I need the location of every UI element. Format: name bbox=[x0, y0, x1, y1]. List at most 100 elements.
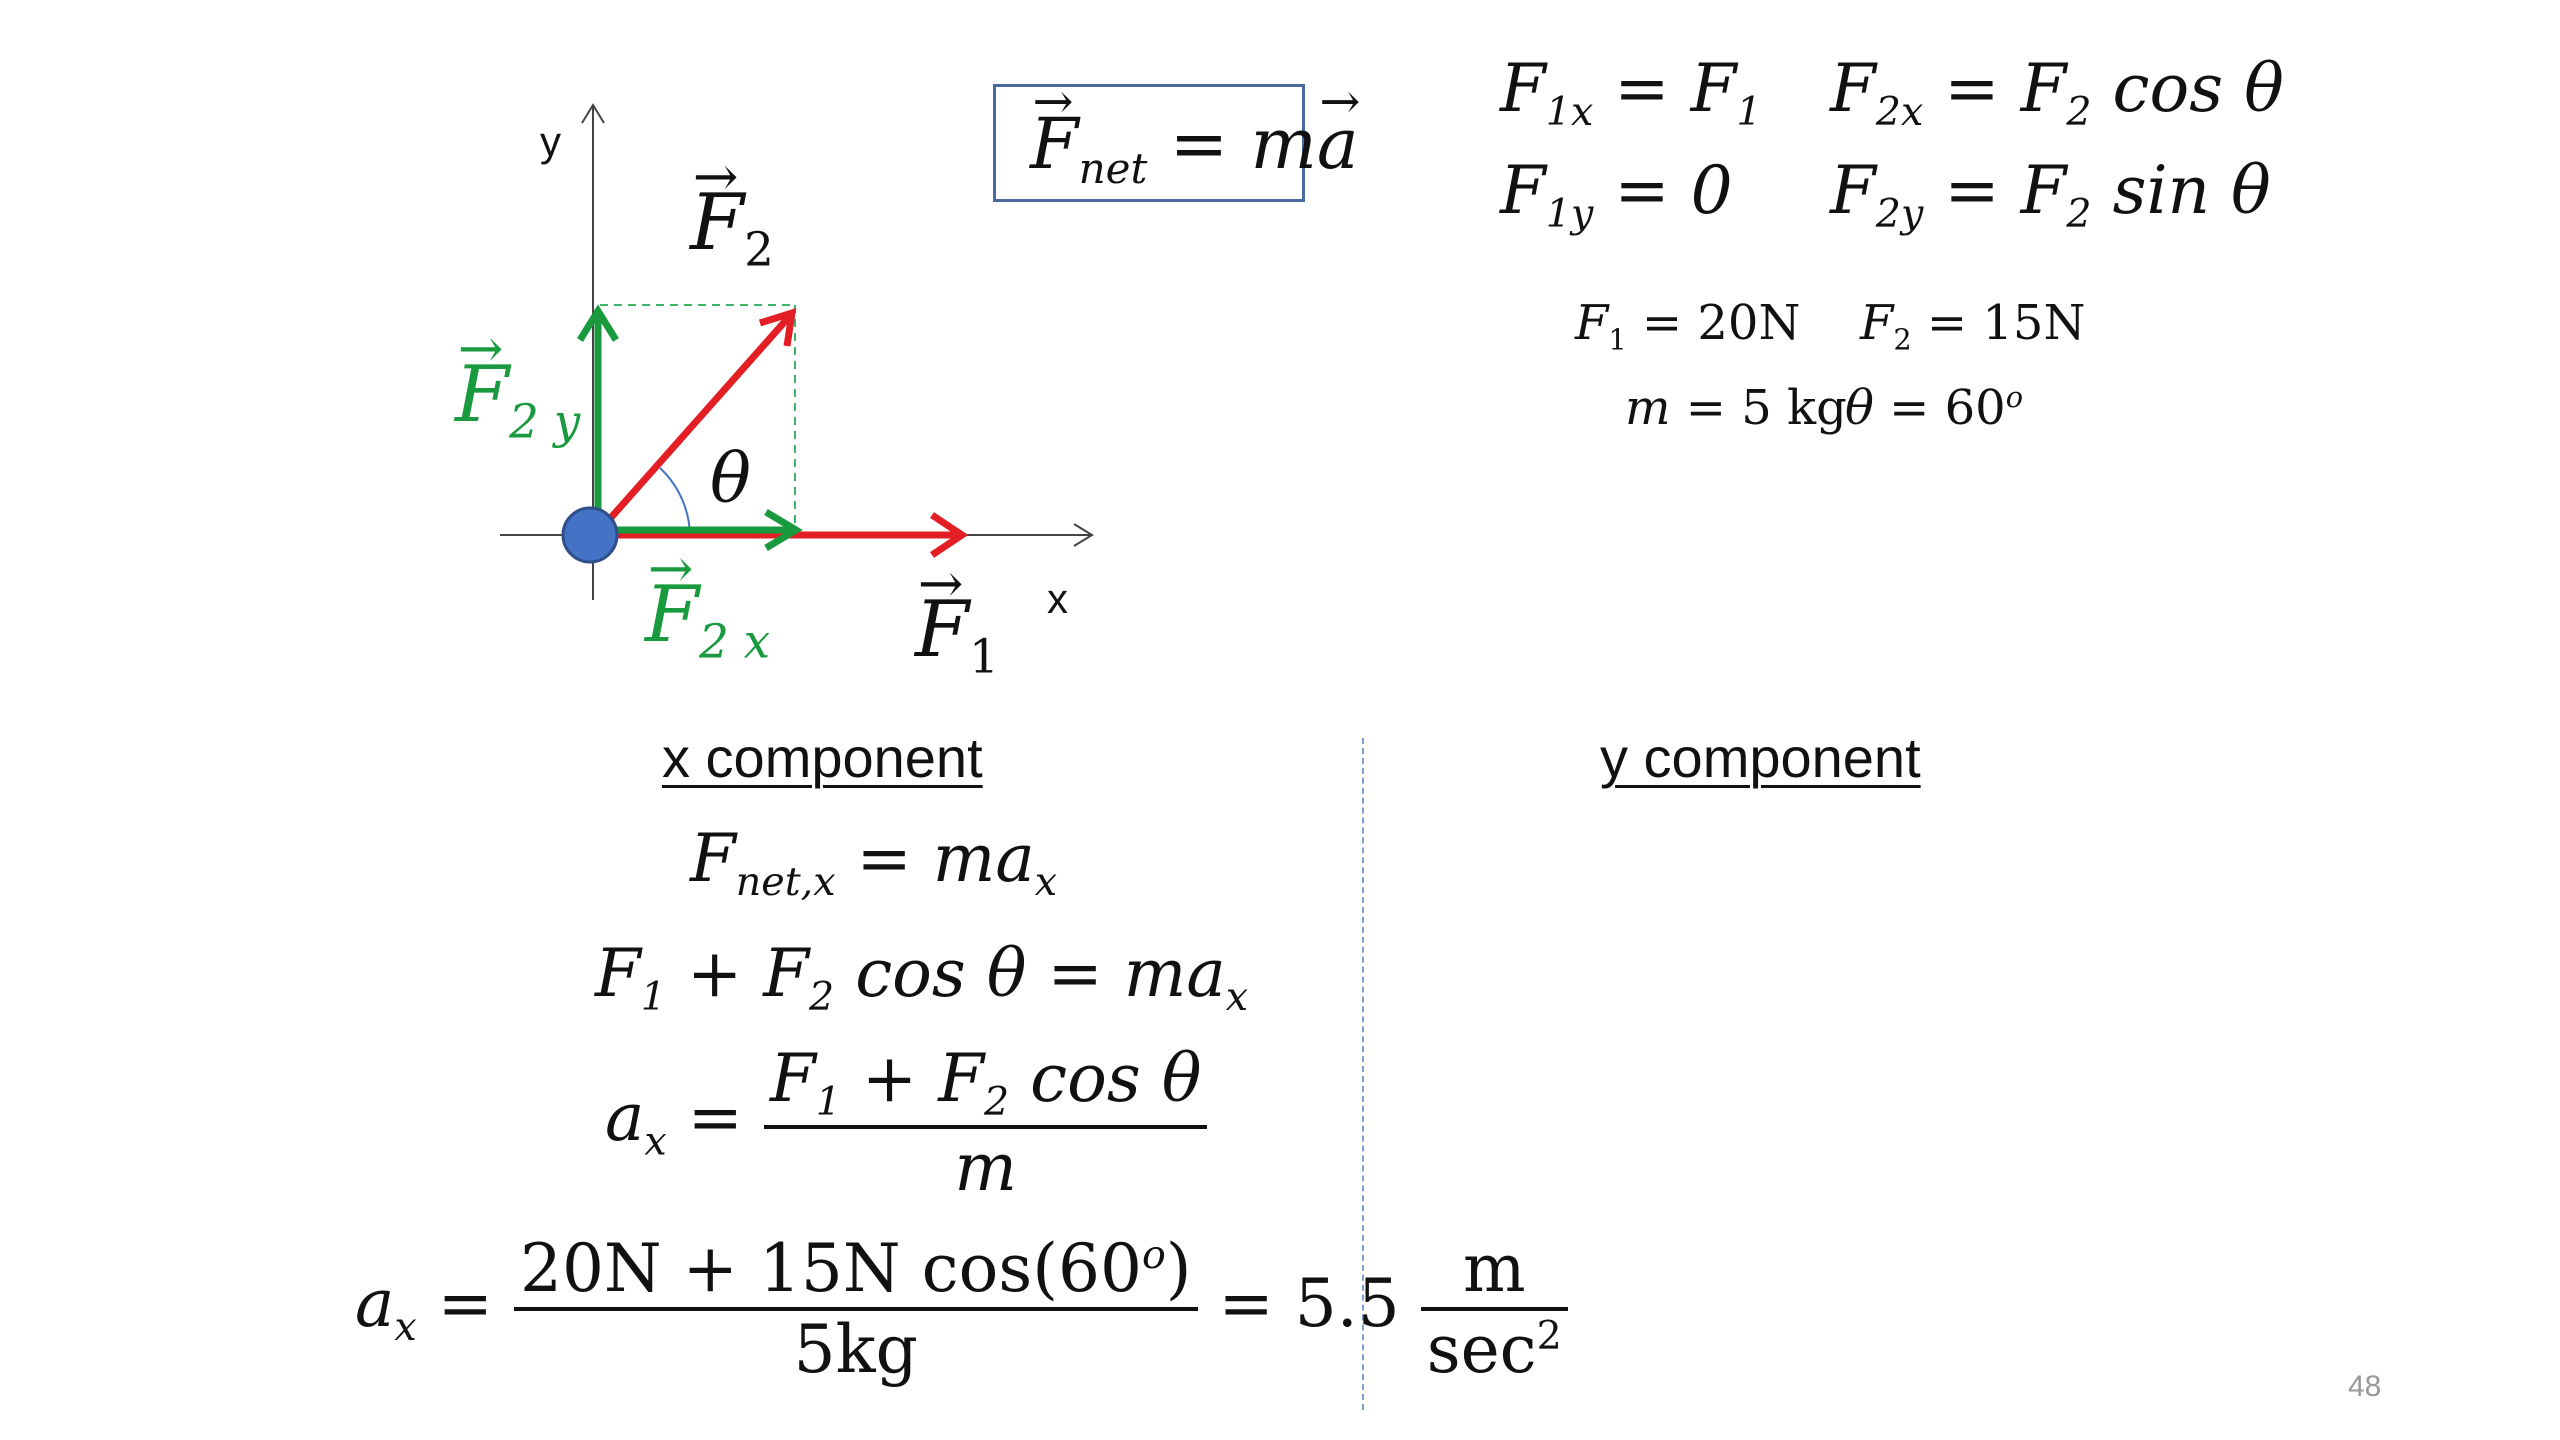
label-f2y-sub: 2 y bbox=[509, 395, 581, 450]
x-eq3-num-b: + F bbox=[840, 1040, 984, 1117]
x-eq4-lhs: a bbox=[355, 1265, 395, 1342]
x-eq1-rhs: = ma bbox=[835, 820, 1035, 897]
f2y-tail: sin θ bbox=[2091, 152, 2271, 229]
f2x-vector bbox=[600, 508, 803, 552]
x-eq-2: F1 + F2 cos θ = max bbox=[595, 935, 1248, 1020]
x-eq4-num-close: ) bbox=[1165, 1230, 1192, 1307]
eq-f1x: F1x = F1 bbox=[1500, 50, 1762, 135]
y-axis-arrowhead bbox=[581, 103, 605, 124]
f1-vector bbox=[600, 512, 969, 558]
f2x-lhs-sub: 2x bbox=[1875, 89, 1924, 136]
f2y-rhs: = F bbox=[1923, 152, 2067, 229]
given-m-val: = 5 kg bbox=[1670, 380, 1847, 436]
eq-f2x: F2x = F2 cos θ bbox=[1830, 50, 2284, 135]
x-eq4-unit-den-sup: 2 bbox=[1536, 1313, 1562, 1359]
x-eq2-b: + F bbox=[665, 935, 810, 1012]
given-f1-sym: F bbox=[1575, 295, 1609, 351]
x-eq4-lhs-sub: x bbox=[394, 1304, 417, 1351]
x-eq4-unit: m sec2 bbox=[1420, 1230, 1568, 1388]
given-theta-val: = 60 bbox=[1873, 380, 2006, 436]
x-eq3-lhs-sub: x bbox=[644, 1118, 667, 1165]
given-f2-sub: 2 bbox=[1893, 322, 1912, 357]
f1x-lhs-sub: 1x bbox=[1545, 89, 1594, 136]
f2x-tail: cos θ bbox=[2091, 50, 2284, 127]
x-eq4-unit-den: sec bbox=[1426, 1311, 1537, 1388]
label-f1-sub: 1 bbox=[969, 630, 999, 685]
f1y-rhs: = 0 bbox=[1593, 152, 1733, 229]
x-eq4-den: 5kg bbox=[513, 1307, 1198, 1388]
x-eq2-b-sub: 2 bbox=[809, 974, 835, 1021]
projection-lines bbox=[600, 304, 796, 530]
f2y-lhs-sub: 2y bbox=[1875, 191, 1924, 238]
x-eq3-den: m bbox=[763, 1125, 1208, 1206]
f1x-lhs: F bbox=[1500, 50, 1546, 127]
x-eq3-num-a-sub: 1 bbox=[815, 1079, 841, 1126]
x-eq3-num-c: cos θ bbox=[1009, 1040, 1202, 1117]
label-f1: F1 bbox=[915, 551, 999, 685]
x-eq-3: ax = F1 + F2 cos θ m bbox=[605, 1040, 1208, 1206]
given-m-sym: m bbox=[1625, 380, 1671, 436]
x-axis-label: x bbox=[1047, 575, 1068, 622]
x-eq2-c-sub: x bbox=[1225, 974, 1249, 1021]
label-f2-symbol: F bbox=[690, 144, 744, 268]
f2x-lhs: F bbox=[1830, 50, 1876, 127]
eq-f2y: F2y = F2 sin θ bbox=[1830, 152, 2271, 237]
given-theta-sym: θ bbox=[1845, 380, 1874, 436]
f1x-rhs-sub: 1 bbox=[1736, 89, 1762, 136]
x-eq4-unit-num: m bbox=[1463, 1230, 1526, 1307]
column-divider bbox=[1362, 738, 1364, 1410]
f1y-lhs-sub: 1y bbox=[1545, 191, 1594, 238]
x-component-heading: x component bbox=[662, 726, 983, 789]
x-eq3-num-a: F bbox=[769, 1040, 816, 1117]
x-eq3-lhs: a bbox=[605, 1079, 645, 1157]
f2-vector bbox=[597, 307, 797, 533]
label-f2x-symbol: F bbox=[645, 536, 699, 660]
theta-arc bbox=[659, 467, 691, 536]
f2y-vector bbox=[577, 304, 619, 530]
fnet-sub: net bbox=[1078, 144, 1148, 193]
label-f2: F2 bbox=[690, 144, 774, 278]
x-eq1-lhs: F bbox=[690, 820, 736, 897]
given-theta: θ = 60o bbox=[1845, 380, 2023, 436]
particle-dot bbox=[561, 506, 619, 564]
x-eq1-lhs-sub: net,x bbox=[735, 859, 836, 906]
label-f2-sub: 2 bbox=[744, 223, 774, 278]
fnet-symbol: F bbox=[1030, 73, 1079, 185]
given-theta-sup: o bbox=[2005, 380, 2024, 414]
f2x-rhs-sub: 2 bbox=[2066, 89, 2092, 136]
y-component-heading: y component bbox=[1600, 726, 1921, 789]
x-eq4-fraction: 20N + 15N cos(60o) 5kg bbox=[513, 1230, 1198, 1388]
label-theta: θ bbox=[710, 440, 751, 519]
label-f2x-sub: 2 x bbox=[699, 615, 771, 670]
x-eq3-fraction: F1 + F2 cos θ m bbox=[763, 1040, 1208, 1206]
x-eq4-num-sup: o bbox=[1141, 1232, 1166, 1278]
newton-eq: = m bbox=[1147, 103, 1317, 185]
x-eq2-c: cos θ = ma bbox=[834, 935, 1226, 1012]
x-eq2-a: F bbox=[595, 935, 641, 1012]
given-f2: F2 = 15N bbox=[1860, 295, 2085, 357]
label-f1-symbol: F bbox=[915, 551, 969, 675]
x-eq4-num: 20N + 15N cos(60 bbox=[519, 1230, 1142, 1307]
given-f2-val: = 15N bbox=[1911, 295, 2086, 351]
x-axis-arrowhead bbox=[1073, 523, 1094, 547]
given-f1: F1 = 20N bbox=[1575, 295, 1800, 357]
label-f2y-symbol: F bbox=[455, 316, 509, 440]
given-f1-sub: 1 bbox=[1608, 322, 1627, 357]
f2y-rhs-sub: 2 bbox=[2066, 191, 2092, 238]
f1y-lhs: F bbox=[1500, 152, 1546, 229]
x-eq-4: ax = 20N + 15N cos(60o) 5kg = 5.5 m sec2 bbox=[355, 1230, 1568, 1388]
x-eq-1: Fnet,x = max bbox=[690, 820, 1057, 905]
given-f2-sym: F bbox=[1860, 295, 1894, 351]
x-eq4-result: = 5.5 bbox=[1197, 1265, 1421, 1342]
f2x-rhs: = F bbox=[1923, 50, 2067, 127]
accel-symbol: a bbox=[1317, 73, 1360, 185]
f2y-lhs: F bbox=[1830, 152, 1876, 229]
newton-law-equation: Fnet = ma bbox=[1030, 73, 1360, 193]
label-f2x: F2 x bbox=[645, 536, 771, 670]
page-number: 48 bbox=[2348, 1370, 2382, 1403]
given-f1-val: = 20N bbox=[1626, 295, 1801, 351]
x-eq3-eq: = bbox=[666, 1079, 764, 1157]
x-eq3-num-b-sub: 2 bbox=[984, 1079, 1010, 1126]
y-axis-label: y bbox=[540, 118, 561, 165]
